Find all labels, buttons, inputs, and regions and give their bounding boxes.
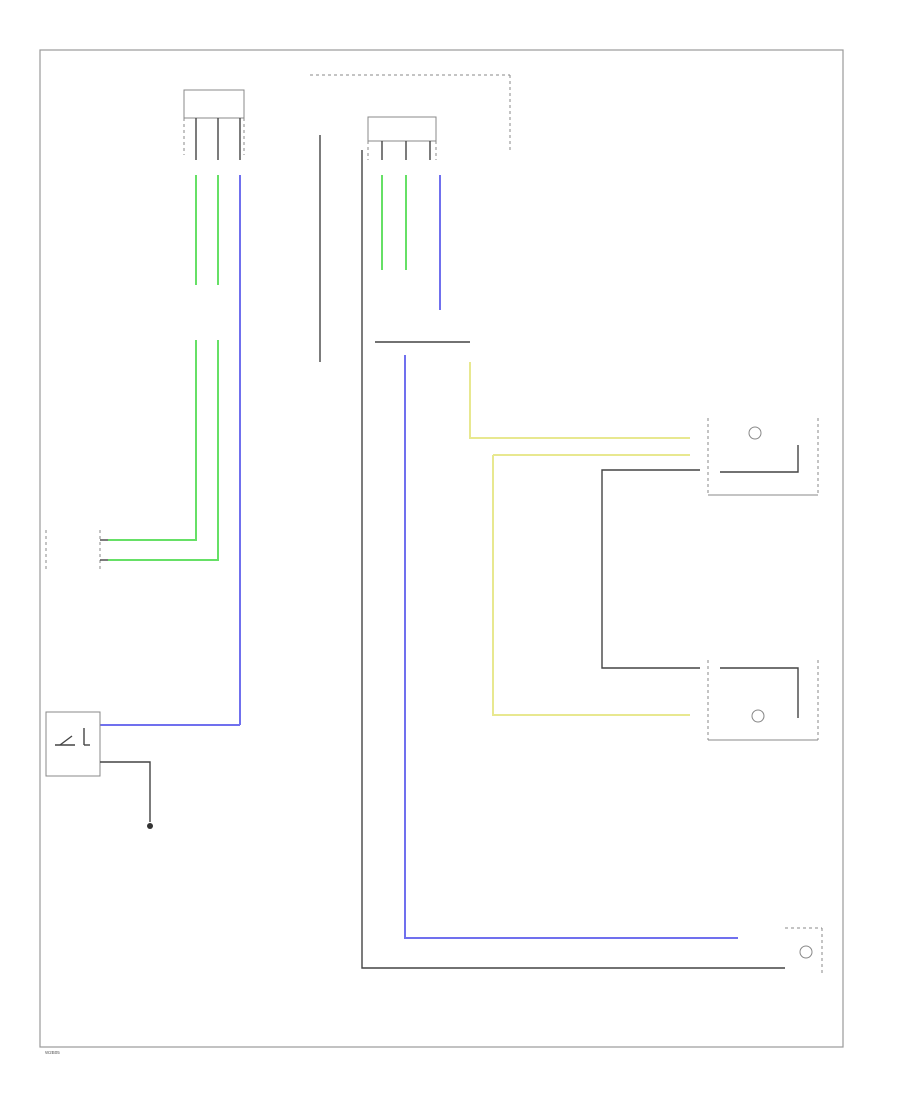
- right-lower-module: [707, 660, 819, 741]
- left-mid-module: [45, 530, 108, 570]
- left-top-connector: [183, 89, 245, 160]
- figure-code: W2B05: [45, 1050, 60, 1055]
- center-black-wire-2: [361, 150, 785, 969]
- black-wire-right: [601, 469, 700, 669]
- ground-point: [147, 823, 153, 829]
- ground-wire: [100, 761, 151, 822]
- green-wire-1-lower: [108, 355, 197, 541]
- blue-wire-main: [404, 355, 738, 939]
- yellow-wire-2: [492, 455, 690, 716]
- center-top-connector: [310, 74, 511, 160]
- green-wire-2-lower: [108, 355, 219, 561]
- left-switch-module: [45, 711, 101, 777]
- diagram-frame: [39, 49, 844, 1048]
- right-upper-module: [707, 418, 819, 496]
- bottom-right-module: [785, 927, 823, 975]
- yellow-wire-1: [469, 362, 690, 439]
